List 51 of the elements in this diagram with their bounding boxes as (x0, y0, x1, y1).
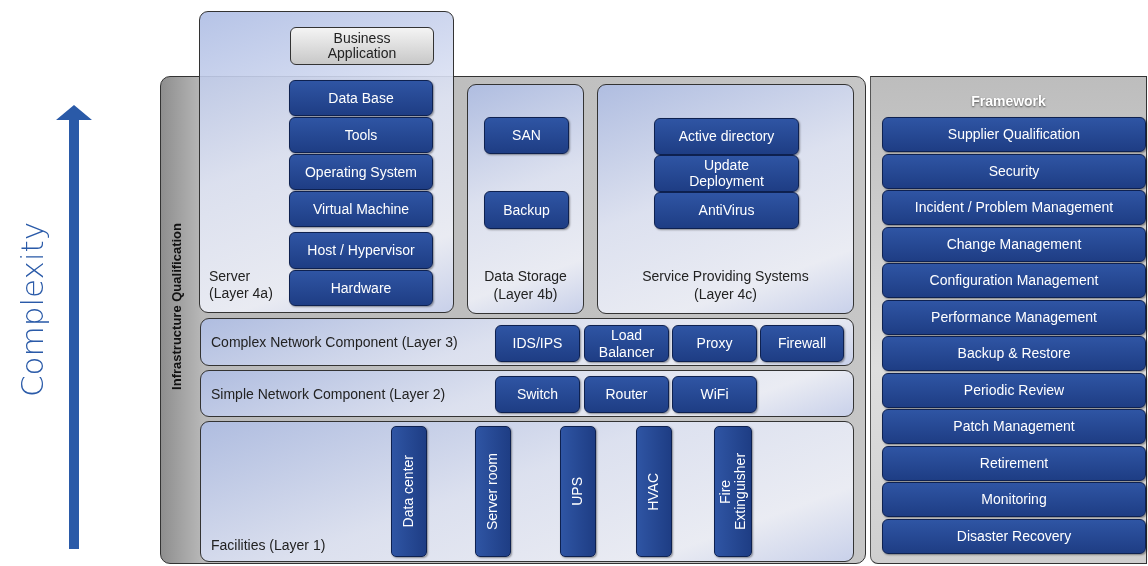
component-tile: Backup & Restore (882, 336, 1146, 371)
component-tile: Proxy (672, 325, 757, 362)
component-tile: Monitoring (882, 482, 1146, 517)
component-tile: AntiVirus (654, 192, 799, 229)
layer-label: Server (Layer 4a) (209, 268, 274, 302)
component-tile: Supplier Qualification (882, 117, 1146, 152)
component-tile: Data center (391, 426, 427, 557)
layer-label: Service Providing Systems (Layer 4c) (641, 268, 810, 303)
component-tile: UPS (560, 426, 596, 557)
component-tile: Backup (484, 191, 569, 229)
layer-box (467, 84, 584, 314)
component-tile: Incident / Problem Management (882, 190, 1146, 225)
layer-label: Simple Network Component (Layer 2) (211, 385, 446, 402)
component-tile: Retirement (882, 445, 1146, 481)
component-tile: HVAC (636, 426, 672, 557)
component-tile: Load Balancer (584, 325, 669, 362)
component-tile: Operating System (289, 154, 433, 190)
layer-label: Facilities (Layer 1) (211, 537, 326, 553)
component-tile: Update Deployment (654, 155, 799, 192)
component-tile: Configuration Management (882, 263, 1146, 298)
component-tile: Server room (475, 426, 511, 557)
component-tile: Host / Hypervisor (289, 232, 433, 269)
layer-box (597, 84, 854, 314)
component-tile: Active directory (654, 118, 799, 155)
component-tile: Router (584, 376, 669, 413)
component-tile: Performance Management (882, 299, 1146, 335)
component-tile: SAN (484, 117, 569, 154)
component-tile: Security (882, 153, 1146, 189)
component-tile: Switch (495, 376, 580, 413)
component-tile: Virtual Machine (289, 191, 433, 227)
panel-title: Infrastructure Qualification (169, 223, 184, 390)
component-tile: WiFi (672, 376, 757, 413)
component-tile: Data Base (289, 80, 433, 116)
layer-label: Complex Network Component (Layer 3) (211, 334, 458, 350)
layer-box (200, 370, 854, 417)
component-tile: Hardware (289, 270, 433, 306)
component-tile: Business Application (290, 27, 434, 65)
component-tile: Change Management (882, 226, 1146, 262)
layer-box (200, 318, 854, 366)
layer-label: Data Storage (Layer 4b) (483, 268, 568, 303)
component-tile: Periodic Review (882, 372, 1146, 408)
component-tile: IDS/IPS (495, 325, 580, 362)
component-tile: Disaster Recovery (882, 518, 1146, 554)
component-tile: Tools (289, 117, 433, 153)
axis-label: Complexity (14, 222, 50, 398)
component-tile: Patch Management (882, 409, 1146, 444)
component-tile: Firewall (760, 325, 844, 362)
component-tile: Fire Extinguisher (714, 426, 752, 557)
layer-box (200, 421, 854, 562)
panel-title: Framework (970, 93, 1047, 109)
framework-panel (870, 76, 1147, 564)
